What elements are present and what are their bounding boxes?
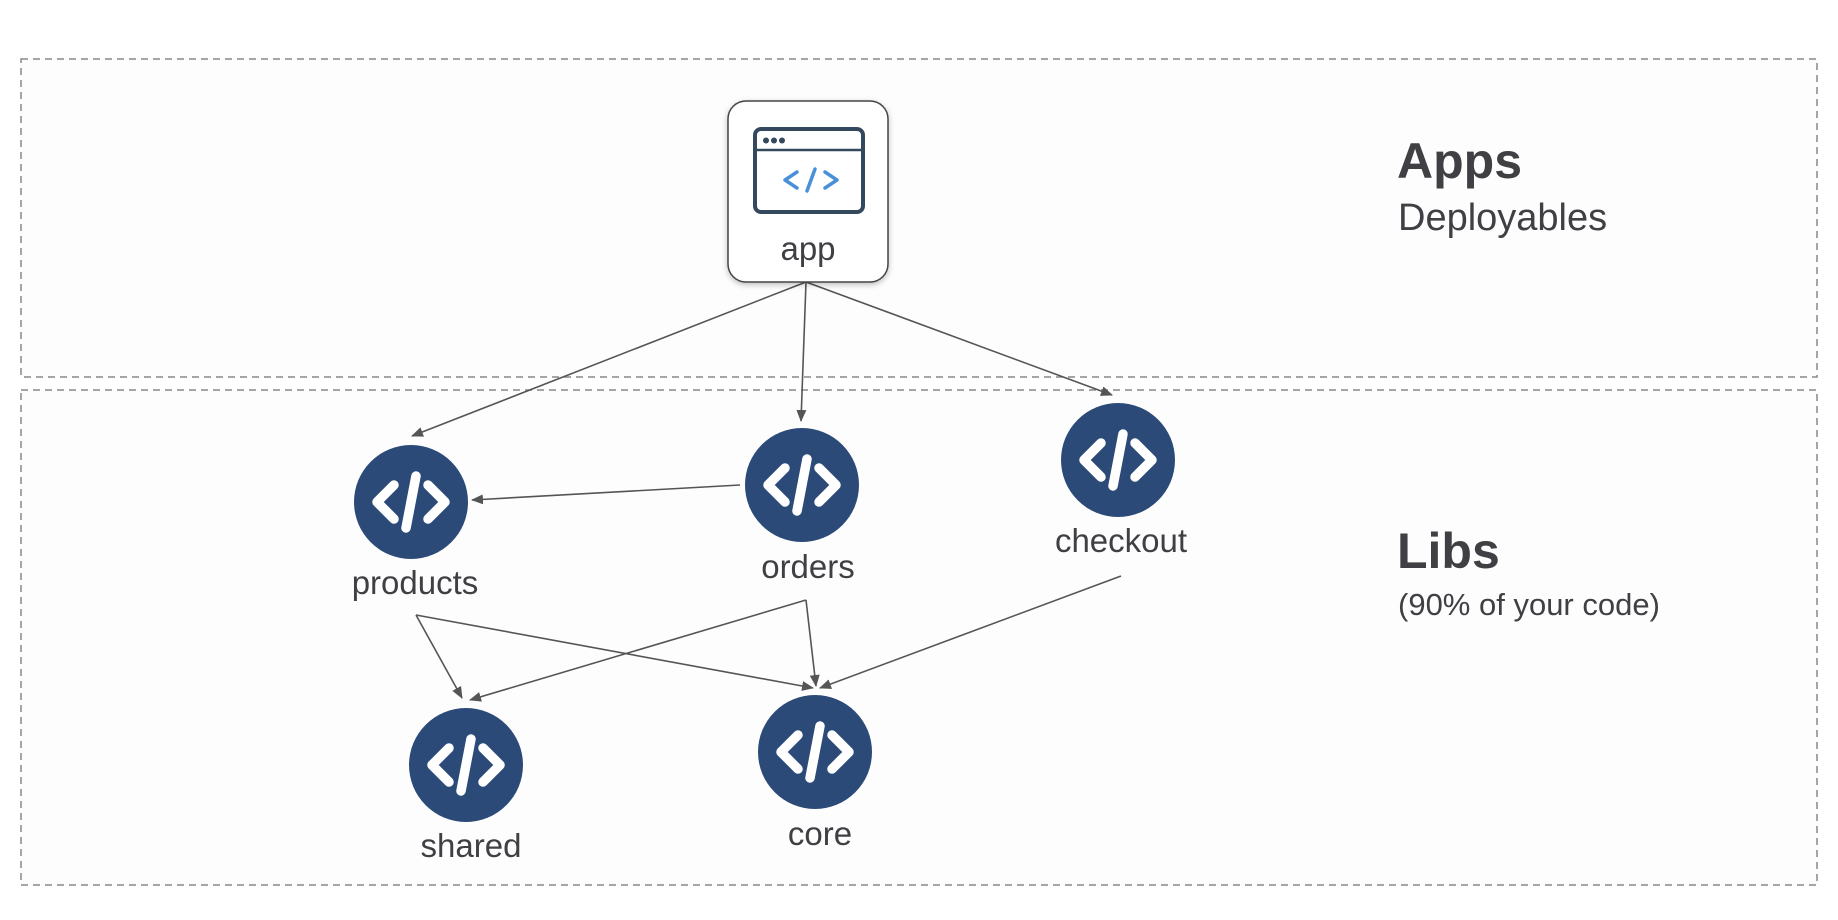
checkout-node-label: checkout (1055, 522, 1187, 559)
apps-section-title: Apps (1397, 133, 1522, 189)
dependency-edges (411, 281, 1122, 702)
edge-app-to-orders (796, 281, 807, 422)
code-icon (372, 471, 450, 533)
code-icon (776, 721, 854, 783)
edge-orders-to-core (805, 599, 820, 687)
code-icon (427, 734, 505, 796)
core-node-label: core (788, 815, 852, 852)
app-node[interactable]: app (727, 100, 889, 283)
core-node[interactable]: core (758, 695, 872, 852)
edge-products-to-shared (415, 614, 463, 699)
edge-app-to-checkout (805, 281, 1113, 396)
orders-node-label: orders (761, 548, 855, 585)
edge-products-to-core (415, 614, 814, 691)
edge-checkout-to-core (819, 575, 1122, 689)
shared-node-label: shared (421, 827, 522, 864)
app-node-label: app (780, 230, 835, 267)
edge-orders-to-shared (469, 599, 807, 702)
edge-orders-to-products (471, 484, 741, 505)
edge-app-to-products (411, 281, 807, 437)
checkout-node[interactable]: checkout (1055, 403, 1187, 559)
apps-section-subtitle: Deployables (1398, 197, 1607, 239)
code-window-icon (753, 127, 865, 214)
products-node-label: products (352, 564, 479, 601)
libs-section-title: Libs (1397, 523, 1500, 579)
code-icon (1079, 429, 1157, 491)
shared-node[interactable]: shared (409, 708, 523, 864)
products-node[interactable]: products (352, 445, 479, 601)
orders-node[interactable]: orders (745, 428, 859, 585)
code-icon (763, 454, 841, 516)
libs-section-subtitle: (90% of your code) (1398, 587, 1660, 622)
libs-section (20, 389, 1818, 886)
